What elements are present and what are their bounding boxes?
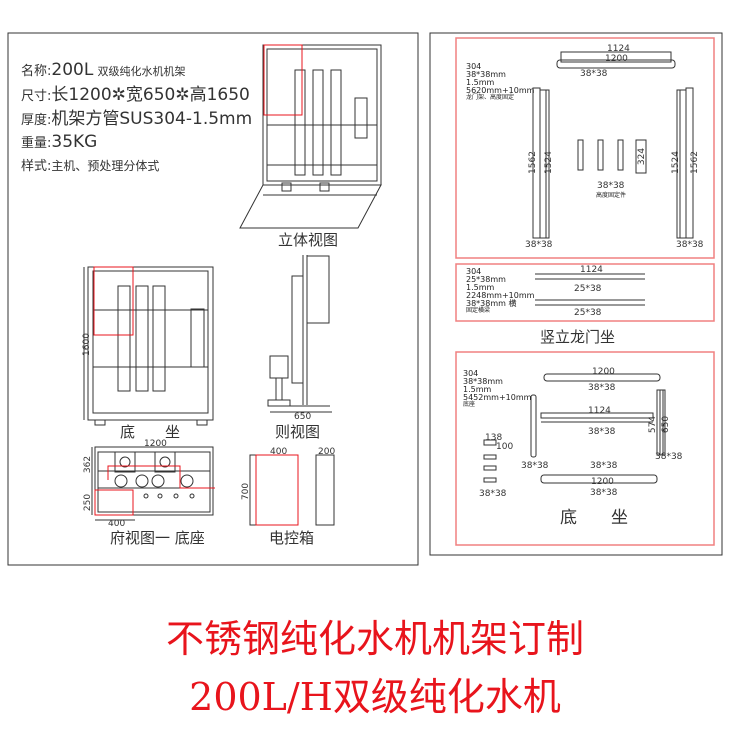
dim: 38*38	[676, 240, 704, 250]
caption-base-parts: 底 坐	[560, 508, 628, 528]
dim: 1524	[543, 151, 554, 174]
left-panel-frame	[7, 32, 419, 566]
headline-line1: 不锈钢纯化水机机架订制	[165, 617, 584, 661]
caption-iso: 立体视图	[278, 231, 339, 249]
dim: 100	[496, 442, 514, 452]
spec-weight: 重量:35KG	[21, 132, 98, 152]
spec-style: 样式:主机、预处理分体式	[21, 159, 160, 174]
dim-1200: 1200	[144, 439, 167, 449]
dim: 650	[661, 415, 672, 434]
right-panel-frame	[429, 32, 723, 556]
spec-size: 尺寸:长1200✲宽650✲高1650	[21, 85, 250, 105]
dim-362: 362	[83, 455, 94, 474]
dim-1600: 1600	[81, 333, 92, 356]
dim: 38*38	[590, 488, 618, 498]
dim: 38*38	[655, 452, 683, 462]
caption-rails: 竖立龙门坐	[540, 328, 616, 346]
dim: 38*38	[525, 240, 553, 250]
dim: 38*38	[521, 461, 549, 471]
spec-name: 名称:200L 双级纯化水机机架	[21, 60, 186, 80]
caption-side: 则视图	[275, 423, 321, 441]
dim: 1562	[689, 151, 700, 174]
dim-650: 650	[294, 412, 312, 422]
caption-ebox: 电控箱	[269, 529, 315, 547]
dim: 1124	[580, 265, 603, 275]
dim: 1124	[588, 406, 611, 416]
dim: 574	[648, 415, 659, 434]
rail-parts	[535, 273, 645, 306]
dim-250: 250	[83, 493, 94, 512]
dim: 38*38	[580, 69, 608, 79]
dim: 1124	[607, 44, 630, 54]
ebox-view	[249, 454, 335, 526]
top-view	[91, 446, 215, 521]
dim: 1200	[592, 367, 615, 377]
dim: 38*38	[479, 489, 507, 499]
dim: 38*38	[597, 181, 625, 191]
dim-ebox-400: 400	[270, 447, 288, 457]
spec-thickness: 厚度:机架方管SUS304-1.5mm	[21, 109, 253, 129]
dim: 38*38	[590, 461, 618, 471]
dim: 1200	[605, 54, 628, 64]
dim: 1524	[670, 151, 681, 174]
caption-top: 府视图一 底座	[110, 529, 205, 547]
base-parts	[483, 373, 666, 484]
gantry-parts	[532, 51, 694, 239]
caption-base: 底 坐	[120, 423, 181, 441]
dim: 38*38	[588, 383, 616, 393]
dim: 1200	[591, 477, 614, 487]
dim: 38*38	[588, 427, 616, 437]
side-view	[267, 255, 332, 413]
headline-line2: 200L/H双级纯化水机	[189, 675, 561, 719]
dim-ebox-700: 700	[241, 482, 252, 501]
dim-ebox-200: 200	[318, 447, 336, 457]
dim: 25*38	[574, 308, 602, 318]
dim-400: 400	[108, 519, 126, 529]
dim: 138	[485, 433, 503, 443]
front-view	[83, 266, 214, 426]
dim: 1562	[527, 151, 538, 174]
iso-view	[239, 44, 382, 229]
dim: 25*38	[574, 284, 602, 294]
note: 高度固定件	[596, 192, 627, 199]
dim: 324	[637, 147, 648, 166]
